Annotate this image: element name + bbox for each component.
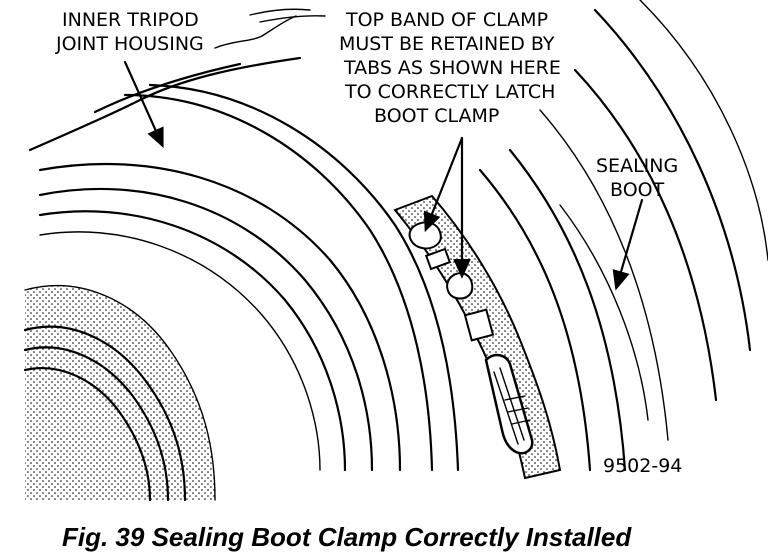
label-clamp-line4: TO CORRECTLY LATCH [344, 81, 555, 103]
clamp-tab-lower [446, 272, 474, 300]
clamp-tab-upper [408, 221, 442, 250]
label-housing: INNER TRIPOD JOINT HOUSING [55, 9, 204, 55]
figure-caption: Fig. 39 Sealing Boot Clamp Correctly Ins… [62, 522, 632, 552]
label-housing-line2: JOINT HOUSING [55, 33, 204, 55]
label-clamp-line1: TOP BAND OF CLAMP [345, 9, 548, 31]
tripod-housing-drawing [23, 8, 460, 502]
label-clamp-line5: BOOT CLAMP [374, 105, 499, 127]
leader-lines [123, 15, 644, 291]
clamp-tab-square [424, 247, 452, 271]
boot-leader-arrow [612, 198, 644, 291]
label-housing-line1: INNER TRIPOD [62, 9, 199, 31]
boot-clamp-band [393, 194, 562, 480]
housing-leader-arrow [123, 60, 164, 149]
label-clamp: TOP BAND OF CLAMP MUST BE RETAINED BY TA… [339, 9, 561, 127]
label-boot: SEALING BOOT [596, 155, 678, 201]
label-boot-line2: BOOT [610, 179, 665, 201]
clamp-latch-slot [463, 308, 495, 342]
label-clamp-line2: MUST BE RETAINED BY [339, 33, 555, 55]
figure-id: 9502-94 [603, 455, 682, 477]
sealing-boot-drawing [478, 0, 768, 472]
label-clamp-line3: TABS AS SHOWN HERE [343, 57, 561, 79]
label-boot-line1: SEALING [596, 155, 678, 177]
clamp-leader-arrow-1 [423, 136, 464, 233]
